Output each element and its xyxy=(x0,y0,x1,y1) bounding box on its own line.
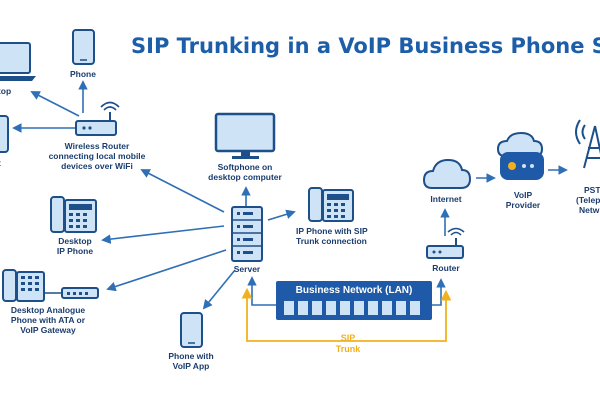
voip-provider-label: VoIP Provider xyxy=(496,190,550,210)
sip-ip-phone-label-line-2: Trunk connection xyxy=(296,236,367,246)
softphone-label-line-2: desktop computer xyxy=(208,172,282,182)
voip-app-phone-label-line-2: VoIP App xyxy=(172,361,210,371)
server-to-ip-phone-arrow xyxy=(267,209,296,221)
voip-provider-label-line-2: Provider xyxy=(505,200,541,210)
business-network-label: Business Network (LAN) xyxy=(295,285,413,296)
ata-gateway-icon xyxy=(44,287,99,299)
softphone-label-line-1: Softphone on xyxy=(217,162,273,172)
analogue-phone-icon xyxy=(2,269,45,302)
mobile-phone-icon xyxy=(180,312,203,348)
business-network-lan xyxy=(276,281,432,320)
server-to-desktop-phone-arrow xyxy=(101,225,225,244)
sip-ip-phone-label-line-1: IP Phone with SIP xyxy=(296,226,368,236)
diagram-title: SIP Trunking in a VoIP Business Phone Sy… xyxy=(131,34,600,58)
sip-trunk-label: SIP Trunk xyxy=(318,333,378,355)
server-to-wireless-router-arrow xyxy=(140,169,225,213)
pstn-label-line-2: (Teleph xyxy=(576,195,600,205)
analogue-phone-label-line-1: Desktop Analogue xyxy=(10,305,86,315)
connector-lines xyxy=(12,80,568,310)
sip-trunk-label-line-1: SIP xyxy=(340,333,356,343)
lan-to-server-arrow xyxy=(247,276,276,306)
router-icon xyxy=(426,227,465,259)
analogue-phone-label: Desktop Analogue Phone with ATA or VoIP … xyxy=(2,305,94,335)
desktop-ip-phone-label-line-1: Desktop xyxy=(58,236,92,246)
softphone-label: Softphone on desktop computer xyxy=(200,162,290,182)
wireless-router-icon xyxy=(75,101,120,136)
wireless-router-label: Wireless Router connecting local mobile … xyxy=(42,141,152,171)
router-to-laptop-arrow xyxy=(30,91,80,117)
server-label: Server xyxy=(233,264,261,274)
sip-trunk-line xyxy=(241,287,452,342)
tablet-label: t xyxy=(0,158,1,168)
desktop-ip-phone-label: Desktop IP Phone xyxy=(45,236,105,256)
laptop-icon xyxy=(0,42,36,81)
pstn-label-line-3: Netw xyxy=(579,205,600,215)
pstn-label: PST (Teleph Netw xyxy=(576,185,600,215)
phone-label: Phone xyxy=(70,69,96,79)
pstn-label-line-1: PST xyxy=(584,185,600,195)
pstn-tower-icon xyxy=(575,119,600,169)
wireless-router-label-line-2: connecting local mobile xyxy=(48,151,146,161)
smartphone-icon xyxy=(72,29,95,65)
wireless-router-label-line-1: Wireless Router xyxy=(64,141,130,151)
voip-provider-label-line-1: VoIP xyxy=(513,190,533,200)
desk-phone-icon xyxy=(50,196,97,233)
tablet-icon xyxy=(0,115,9,153)
desktop-ip-phone-label-line-2: IP Phone xyxy=(56,246,94,256)
analogue-phone-label-line-2: Phone with ATA or xyxy=(10,315,86,325)
server-icon xyxy=(231,206,263,262)
sip-ip-phone-icon xyxy=(308,187,354,222)
sip-ip-phone-label: IP Phone with SIP Trunk connection xyxy=(296,226,368,246)
sip-trunk-label-line-2: Trunk xyxy=(335,344,361,354)
voip-app-phone-label-line-1: Phone with xyxy=(168,351,214,361)
voip-app-phone-label: Phone with VoIP App xyxy=(158,351,224,371)
internet-label: Internet xyxy=(430,194,462,204)
router-label: Router xyxy=(432,263,460,273)
voip-provider-icon xyxy=(496,131,544,180)
wireless-router-label-line-3: devices over WiFi xyxy=(61,161,133,171)
internet-cloud-icon xyxy=(422,158,472,189)
server-to-mobile-arrow xyxy=(202,269,236,310)
server-to-analogue-arrow xyxy=(106,249,227,292)
lan-to-router-arrow xyxy=(432,278,446,306)
desktop-monitor-icon xyxy=(214,112,276,159)
analogue-phone-label-line-3: VoIP Gateway xyxy=(20,325,76,335)
laptop-label: aptop xyxy=(0,86,12,96)
